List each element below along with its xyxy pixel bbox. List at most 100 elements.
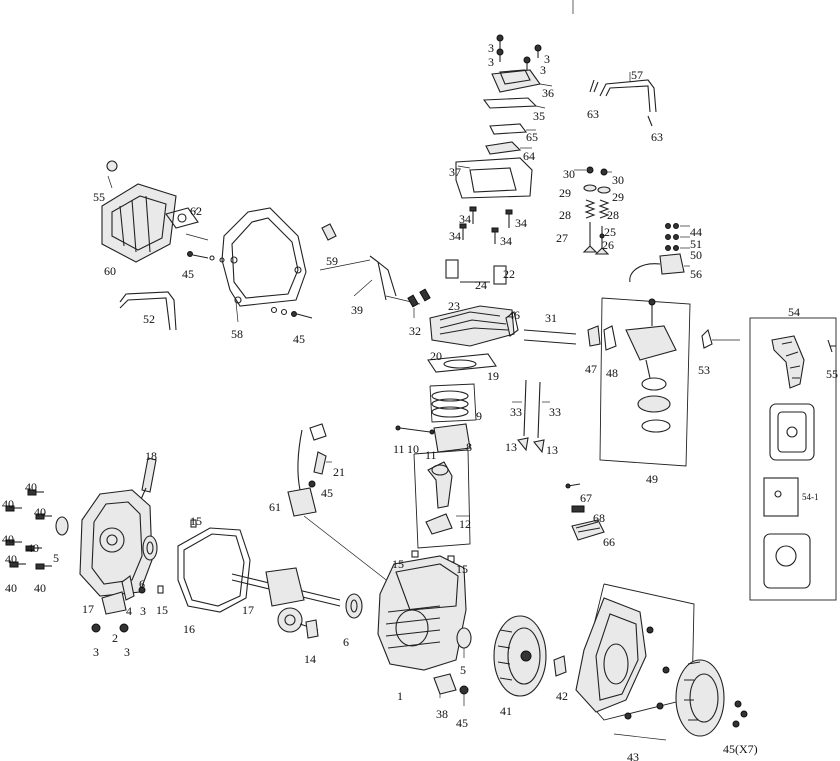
gasket-35-icon	[482, 97, 538, 109]
cylinder-head-group	[407, 259, 577, 373]
dipstick-18-icon	[141, 457, 157, 493]
part-label-14: 14	[304, 652, 316, 666]
breather-tube-group	[589, 72, 657, 127]
part-label-16: 16	[183, 622, 195, 636]
stud-34-group	[459, 206, 513, 244]
part-label-65: 65	[526, 130, 538, 144]
part-label-2: 2	[112, 631, 118, 645]
part-label-54: 54	[788, 305, 800, 319]
part-label-24: 24	[475, 278, 487, 292]
part-label-3-c: 3	[544, 52, 550, 66]
part-label-22: 22	[503, 267, 515, 281]
part-label-33-a: 33	[510, 405, 522, 419]
seal-5b-icon	[456, 627, 472, 649]
bearing-6b-icon	[345, 593, 363, 619]
part-label-40-c: 40	[34, 505, 46, 519]
part-label-23: 23	[448, 299, 460, 313]
part-label-19: 19	[487, 369, 499, 383]
gasket-46-icon	[505, 311, 519, 337]
part-label-59: 59	[326, 254, 338, 268]
part-label-46: 46	[508, 308, 520, 322]
crankshaft-group	[231, 567, 363, 619]
part-label-12: 12	[459, 517, 471, 531]
part-label-3-b: 3	[488, 55, 494, 69]
part-label-67: 67	[580, 491, 592, 505]
part-label-36: 36	[542, 86, 554, 100]
part-label-50: 50	[690, 248, 702, 262]
rod-cap-icon	[425, 513, 453, 535]
part-label-29-a: 29	[559, 186, 571, 200]
connecting-rod-icon	[427, 461, 453, 509]
part-label-39: 39	[351, 303, 363, 317]
filter-base-icon	[769, 403, 815, 461]
part-label-9: 9	[476, 409, 482, 423]
part-label-49: 49	[646, 472, 658, 486]
seal-26-icon	[599, 233, 605, 239]
part-label-56: 56	[690, 267, 702, 281]
part-label-47: 47	[585, 362, 597, 376]
piston-8-icon	[433, 423, 471, 453]
part-label-1: 1	[397, 689, 403, 703]
valve-group	[574, 166, 612, 255]
lever-4-icon	[121, 575, 135, 601]
bolt-40-icon	[5, 489, 52, 570]
part-label-64: 64	[523, 149, 535, 163]
part-label-15-c: 15	[456, 562, 468, 576]
breather-cover-37-icon	[455, 157, 533, 199]
part-label-40-h: 40	[34, 581, 46, 595]
part-label-60: 60	[104, 264, 116, 278]
spark-plug-group	[287, 423, 395, 587]
part-label-28-b: 28	[607, 208, 619, 222]
pin-10-icon	[399, 427, 431, 433]
part-label-20: 20	[430, 349, 442, 363]
governor-group	[565, 483, 605, 541]
part-label-68: 68	[593, 511, 605, 525]
carburetor-body-icon	[625, 325, 677, 361]
screw-3-icon	[496, 34, 542, 70]
crankcase-cover-group	[5, 489, 197, 633]
spring-28-icon	[584, 199, 596, 219]
part-label-21: 21	[333, 465, 345, 479]
gasket-48-icon	[603, 325, 617, 351]
clip-59-icon	[321, 223, 337, 241]
part-label-8: 8	[466, 440, 472, 454]
gasket-64-icon	[485, 141, 522, 155]
ignition-module-61-icon	[287, 487, 317, 517]
part-label-15-a: 15	[190, 514, 202, 528]
clip-68-icon	[571, 505, 585, 513]
piston-group	[395, 383, 477, 563]
part-label-58: 58	[231, 327, 243, 341]
recoil-starter-icon	[675, 659, 725, 737]
part-label-40-g: 40	[5, 581, 17, 595]
head-gasket-19-icon	[427, 353, 497, 373]
flywheel-41-icon	[493, 615, 547, 697]
part-label-29-b: 29	[612, 190, 624, 204]
carburetor-group	[587, 297, 740, 467]
part-label-40-a: 40	[25, 480, 37, 494]
part-label-3-g: 3	[124, 645, 130, 659]
part-label-28-a: 28	[559, 208, 571, 222]
part-label-30-b: 30	[612, 173, 624, 187]
plug-cap-icon	[309, 423, 327, 441]
part-label-3-d: 3	[540, 63, 546, 77]
part-label-3-e: 3	[140, 604, 146, 618]
part-label-17-a: 17	[82, 602, 94, 616]
tube-52-icon	[119, 291, 177, 331]
coil-56-icon	[659, 253, 685, 275]
part-label-48: 48	[606, 366, 618, 380]
part-label-5-a: 5	[53, 551, 59, 565]
bearing-6-icon	[142, 535, 158, 561]
flywheel-group	[493, 615, 567, 697]
part-label-34-a: 34	[459, 212, 471, 226]
part-label-45-d: 45	[456, 716, 468, 730]
intake-elbow-icon	[771, 335, 805, 389]
part-label-45-b: 45	[293, 332, 305, 346]
fan-housing-group	[575, 583, 748, 741]
nut-55-icon	[106, 160, 118, 172]
bolt-45-icon	[187, 251, 225, 263]
part-label-57: 57	[631, 68, 643, 82]
bolt-45x7-icon	[734, 700, 742, 708]
bolt-32-icon	[407, 288, 431, 318]
